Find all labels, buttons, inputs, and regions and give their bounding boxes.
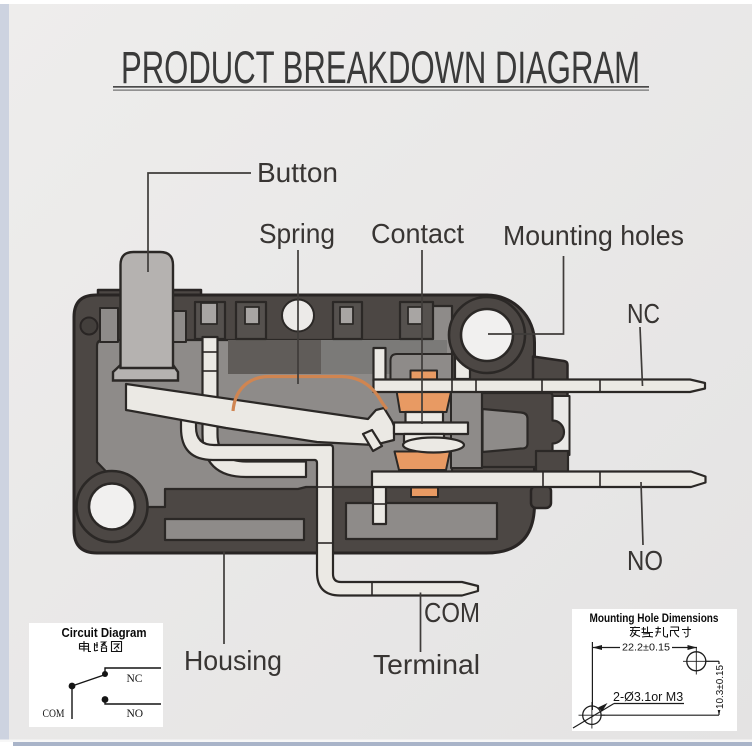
svg-text:Spring: Spring: [259, 218, 335, 249]
svg-text:PRODUCT BREAKDOWN DIAGRAM: PRODUCT BREAKDOWN DIAGRAM: [121, 42, 640, 93]
svg-text:2-Ø3.1or M3: 2-Ø3.1or M3: [613, 690, 683, 704]
svg-text:NO: NO: [127, 708, 144, 720]
svg-text:NC: NC: [627, 298, 660, 329]
svg-text:Circuit Diagram: Circuit Diagram: [62, 625, 147, 640]
svg-text:Housing: Housing: [184, 645, 282, 676]
svg-text:NO: NO: [627, 545, 663, 576]
svg-text:22.2±0.15: 22.2±0.15: [622, 643, 670, 654]
svg-text:Mounting holes: Mounting holes: [503, 220, 684, 251]
svg-text:Mounting Hole Dimensions: Mounting Hole Dimensions: [590, 613, 719, 625]
svg-text:Contact: Contact: [371, 218, 464, 249]
svg-text:COM: COM: [424, 597, 480, 628]
svg-text:COM: COM: [43, 708, 65, 720]
svg-text:Terminal: Terminal: [373, 649, 480, 680]
svg-text:NC: NC: [127, 673, 143, 685]
svg-text:Button: Button: [257, 157, 338, 188]
svg-text:10.3±0.15: 10.3±0.15: [715, 665, 726, 709]
